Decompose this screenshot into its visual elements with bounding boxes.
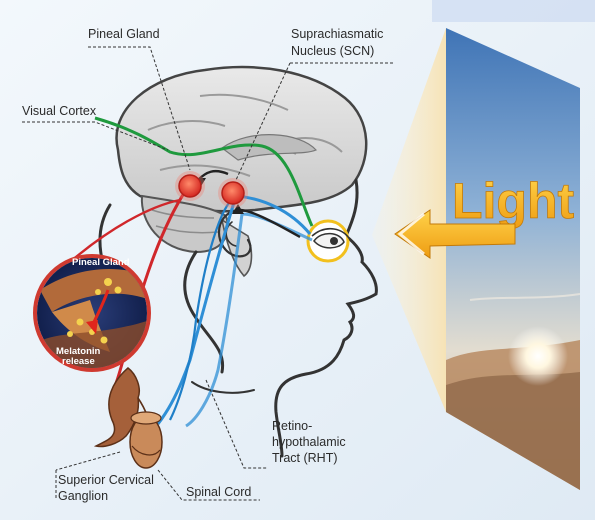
label-visual-cortex: Visual Cortex [22, 104, 97, 118]
label-scn-line2: Nucleus (SCN) [291, 44, 374, 58]
label-rht-line3: Tract (RHT) [272, 451, 338, 465]
scn-marker [218, 178, 248, 208]
label-pineal-gland: Pineal Gland [88, 27, 160, 41]
label-rht-line1: Retino- [272, 419, 312, 433]
light-word: Light [452, 173, 575, 229]
label-scn-line1: Suprachiasmatic [291, 27, 383, 41]
pupil [330, 237, 338, 245]
sun-glare [508, 326, 568, 386]
pineal-gland-marker [175, 171, 205, 201]
eye [308, 221, 350, 261]
top-band [432, 0, 595, 22]
label-scg-line2: Ganglion [58, 489, 108, 503]
inset-label-release: release [62, 356, 95, 367]
sky-photo [446, 28, 580, 490]
label-scg-line1: Superior Cervical [58, 473, 154, 487]
inset-label-pineal-gland: Pineal Gland [72, 257, 130, 268]
spinal-cord [130, 412, 162, 468]
label-spinal-cord: Spinal Cord [186, 485, 251, 499]
label-rht-line2: hypothalamic [272, 435, 346, 449]
